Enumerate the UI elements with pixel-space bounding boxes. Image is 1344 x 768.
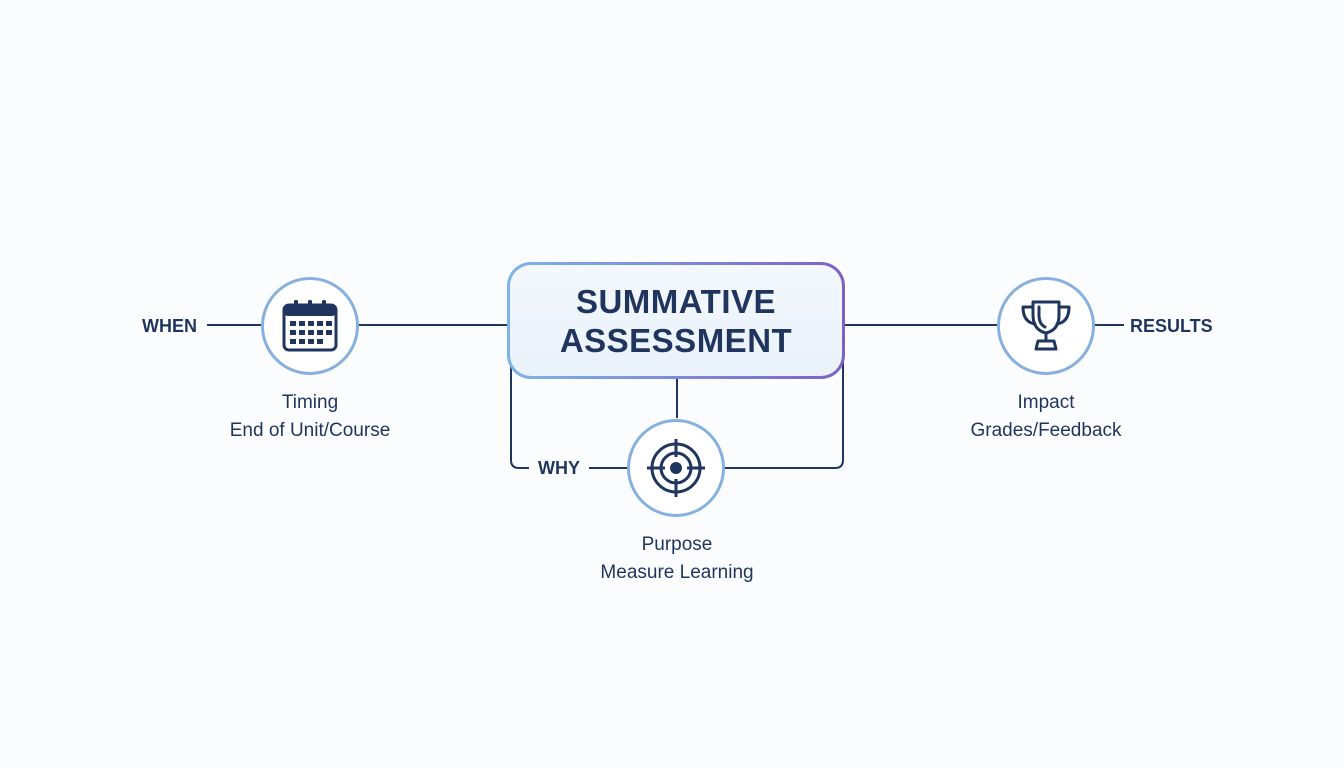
purpose-caption-sub: Measure Learning [600, 562, 754, 583]
summative-assessment-box: SUMMATIVE ASSESSMENT [507, 262, 845, 379]
impact-caption-sub: Grades/Feedback [970, 420, 1122, 441]
timing-caption: Timing End of Unit/Course [210, 389, 410, 445]
trophy-icon [1021, 300, 1071, 351]
results-tag: RESULTS [1130, 316, 1213, 336]
timing-caption-sub: End of Unit/Course [229, 420, 391, 441]
timing-caption-title: Timing [281, 392, 339, 413]
calendar-icon [282, 300, 338, 352]
center-title-line2: ASSESSMENT [559, 321, 793, 359]
purpose-node [627, 419, 725, 517]
why-tag: WHY [538, 458, 580, 478]
timing-node [261, 277, 359, 375]
impact-caption-title: Impact [1017, 392, 1075, 413]
purpose-caption-title: Purpose [641, 534, 713, 555]
when-tag: WHEN [142, 316, 197, 336]
purpose-caption: Purpose Measure Learning [577, 531, 777, 587]
impact-caption: Impact Grades/Feedback [946, 389, 1146, 445]
connector-why-right [725, 362, 844, 469]
center-title-line1: SUMMATIVE [575, 282, 777, 320]
target-icon [647, 439, 705, 497]
impact-node [997, 277, 1095, 375]
connector-why-left [510, 362, 529, 469]
